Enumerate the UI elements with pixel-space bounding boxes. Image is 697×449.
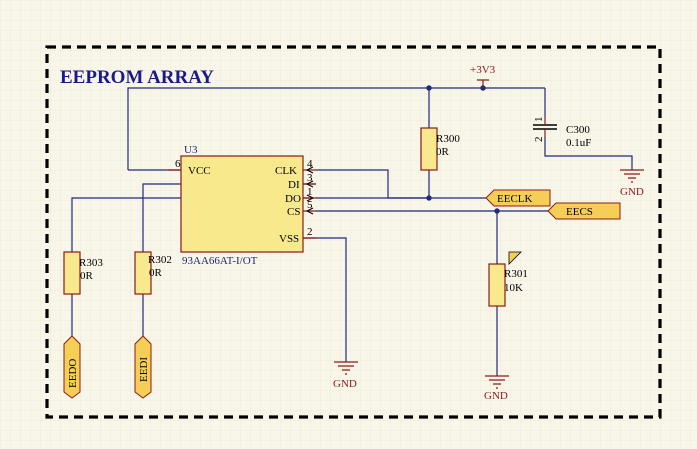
svg-text:EECS: EECS	[566, 206, 593, 218]
resistor-r302: R302 0R	[134, 251, 172, 295]
svg-text:0R: 0R	[80, 270, 94, 282]
svg-text:VSS: VSS	[279, 233, 299, 245]
svg-text:CS: CS	[287, 206, 300, 218]
svg-text:GND: GND	[484, 390, 508, 402]
svg-text:0R: 0R	[436, 146, 450, 158]
resistor-r303: R303 0R	[63, 251, 103, 295]
svg-text:EEDO: EEDO	[67, 359, 79, 388]
svg-text:4: 4	[307, 158, 313, 170]
ic-designator: U3	[184, 144, 198, 156]
ground-symbol-r301: GND	[484, 375, 509, 402]
svg-text:+3V3: +3V3	[470, 64, 496, 76]
svg-text:GND: GND	[333, 378, 357, 390]
svg-text:1: 1	[533, 117, 545, 123]
capacitor-c300: 1 2 C300 0.1uF	[533, 117, 591, 149]
port-eedo: EEDO	[63, 335, 81, 399]
ic-part-number: 93AA66AT-I/OT	[182, 255, 258, 267]
svg-text:DO: DO	[285, 193, 301, 205]
sheet-border	[45, 45, 662, 419]
svg-text:5: 5	[307, 199, 313, 211]
svg-text:R301: R301	[504, 268, 528, 280]
port-eeclk: EECLK	[485, 189, 551, 207]
svg-text:3: 3	[307, 172, 313, 184]
svg-text:2: 2	[533, 137, 545, 143]
svg-text:R303: R303	[79, 257, 103, 269]
svg-text:0R: 0R	[149, 267, 163, 279]
power-symbol: +3V3	[470, 64, 496, 88]
svg-text:DI: DI	[288, 179, 300, 191]
svg-text:R302: R302	[148, 254, 172, 266]
port-eecs: EECS	[547, 202, 621, 220]
svg-text:1: 1	[307, 186, 313, 198]
resistor-r300: R300 0R	[420, 127, 460, 171]
clk-input-arrow	[305, 166, 314, 174]
ground-symbol-c300: GND	[620, 169, 644, 198]
sheet-title: EEPROM ARRAY	[60, 67, 214, 88]
svg-text:0.1uF: 0.1uF	[566, 137, 591, 149]
svg-text:VCC: VCC	[188, 165, 211, 177]
svg-text:CLK: CLK	[275, 165, 297, 177]
wires	[71, 87, 633, 376]
wire-power-rail	[127, 87, 545, 170]
svg-text:C300: C300	[566, 124, 590, 136]
ic-u3: U3 93AA66AT-I/OT VCC CLK DI DO CS VSS 6 …	[168, 144, 316, 267]
svg-text:6: 6	[175, 158, 181, 170]
wire-c300-gnd	[544, 137, 633, 170]
svg-text:GND: GND	[620, 186, 644, 198]
svg-text:R300: R300	[436, 133, 460, 145]
di-input-arrow	[305, 180, 314, 188]
ground-symbol-vss: GND	[333, 361, 358, 390]
no-erc-flag-icon	[508, 251, 522, 265]
svg-text:EECLK: EECLK	[497, 193, 532, 205]
cs-input-arrow	[305, 207, 314, 215]
svg-text:2: 2	[307, 226, 313, 238]
wire-clk	[316, 169, 486, 199]
resistor-r301: R301 10K	[488, 251, 528, 307]
do-output-arrow	[306, 194, 315, 202]
svg-text:10K: 10K	[504, 282, 523, 294]
wire-vss	[303, 237, 347, 362]
port-eedi: EEDI	[134, 335, 152, 399]
svg-text:EEDI: EEDI	[138, 357, 150, 382]
